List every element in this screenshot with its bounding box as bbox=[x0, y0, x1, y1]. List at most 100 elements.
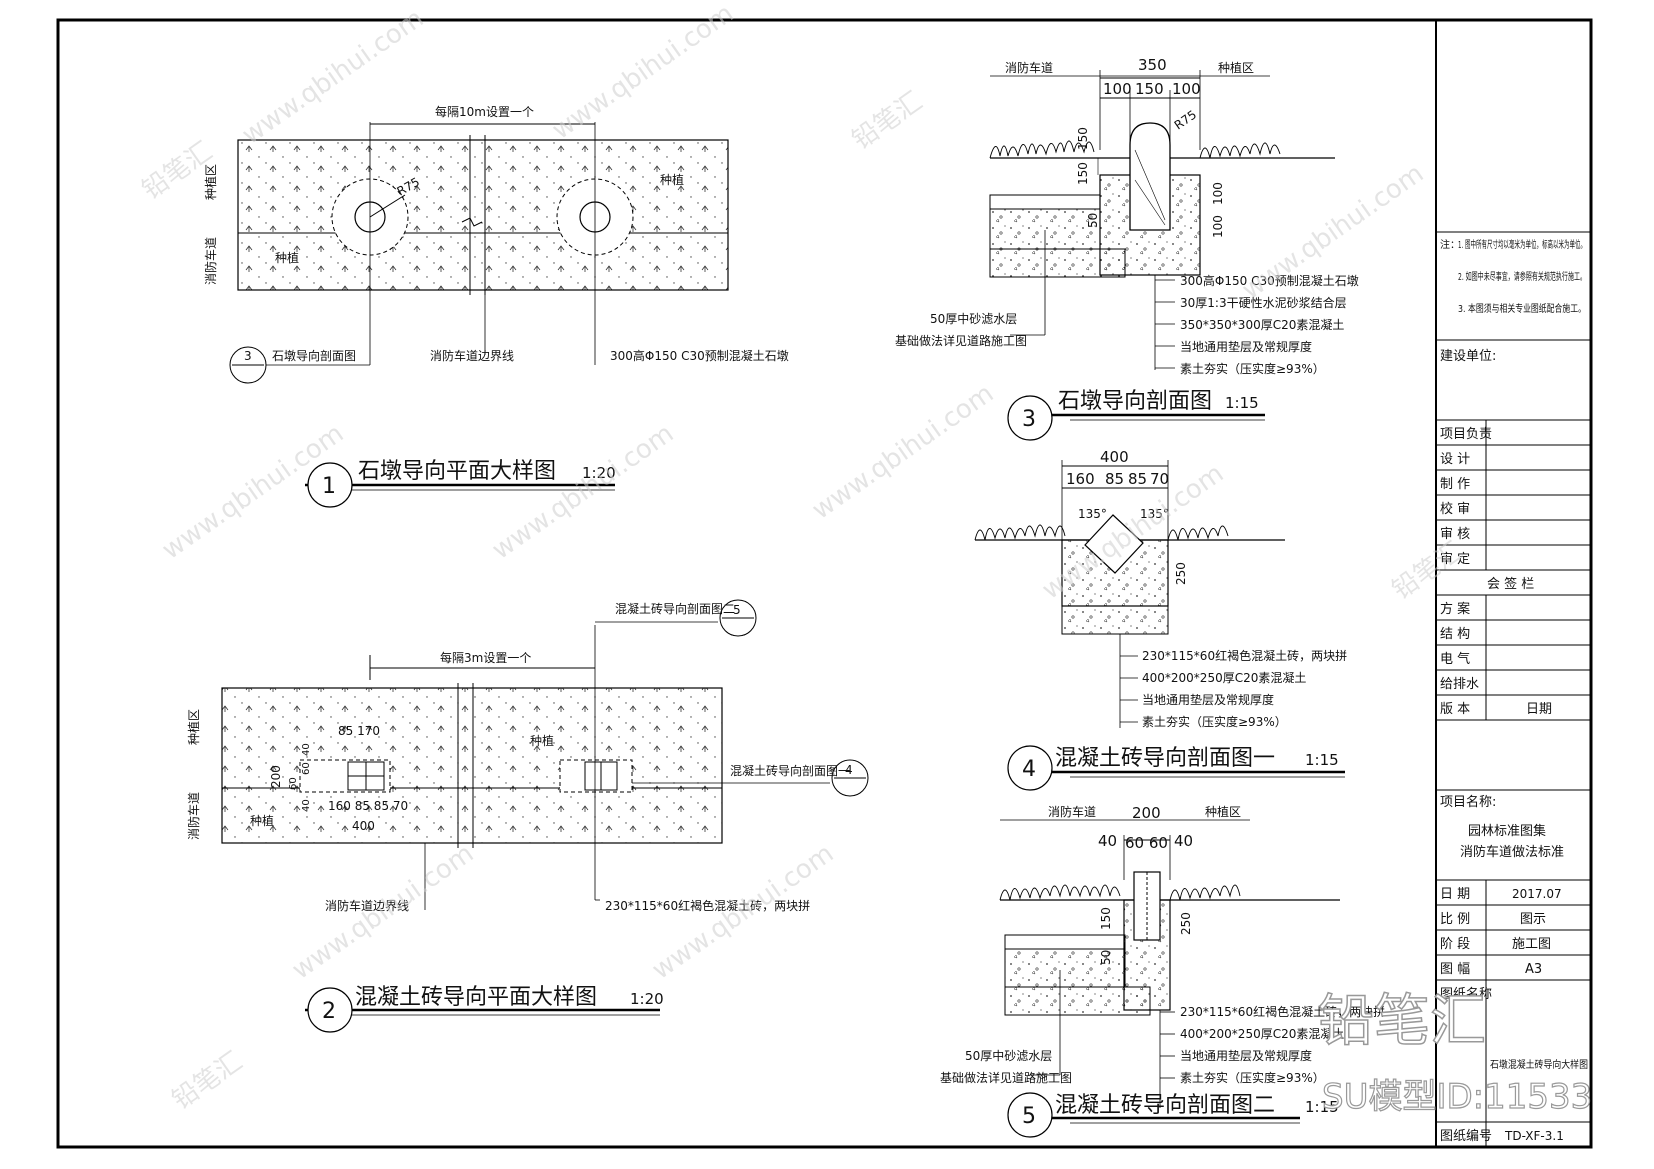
v1-number: 1 bbox=[322, 474, 336, 499]
wm-site-4: www.qbihui.com bbox=[487, 418, 679, 565]
wm-site-6: www.qbihui.com bbox=[287, 838, 479, 985]
v3-title: 石墩导向剖面图 bbox=[1058, 389, 1212, 414]
v1-plant-a: 种植 bbox=[660, 172, 684, 187]
tb-phase-value: 施工图 bbox=[1512, 937, 1551, 952]
v5-dim-40a: 40 bbox=[1098, 832, 1117, 850]
v1-title: 石墩导向平面大样图 bbox=[358, 459, 556, 484]
v5-dim-v2: 250 bbox=[1179, 912, 1193, 935]
tb-sign-1: 结 构 bbox=[1440, 627, 1470, 642]
tb-sign-label: 会 签 栏 bbox=[1487, 576, 1534, 592]
tb-row-4: 审 核 bbox=[1440, 527, 1470, 542]
v3-plant: 种植区 bbox=[1218, 60, 1254, 75]
v1-zone-road: 消防车道 bbox=[203, 237, 218, 285]
v3-dim-v2: 150 bbox=[1076, 162, 1090, 185]
v1-zone-plant: 种植区 bbox=[203, 164, 218, 200]
v3-road: 消防车道 bbox=[1005, 60, 1053, 75]
v2-dim-40b: 40 bbox=[301, 799, 312, 812]
v5-title: 混凝土砖导向剖面图二 bbox=[1055, 1093, 1275, 1118]
v5-scale: 1:15 bbox=[1305, 1098, 1339, 1116]
tb-row-2: 制 作 bbox=[1440, 477, 1470, 492]
v5-spec-0: 230*115*60红褐色混凝土砖，两块拼 bbox=[1180, 1004, 1385, 1019]
v5-spec-3: 素土夯实（压实度≥93%） bbox=[1180, 1070, 1325, 1085]
v3-dim-v4: 50 bbox=[1086, 213, 1100, 228]
view-1-pier-plan bbox=[229, 122, 729, 508]
v5-spec-2: 当地通用垫层及常规厚度 bbox=[1180, 1048, 1312, 1063]
v2-ref4-num: 4 bbox=[845, 763, 853, 777]
tb-sheet-label: 图 幅 bbox=[1440, 962, 1470, 977]
v4-dim-v: 250 bbox=[1174, 562, 1188, 585]
v4-title: 混凝土砖导向剖面图一 bbox=[1055, 746, 1275, 771]
v2-dim-60b: 60 bbox=[288, 777, 299, 790]
v1-scale: 1:20 bbox=[582, 464, 616, 482]
v2-zone-plant: 种植区 bbox=[186, 709, 201, 745]
v5-spec-1: 400*200*250厚C20素混凝土 bbox=[1180, 1026, 1344, 1041]
wm-brand-3: 铅笔汇 bbox=[847, 86, 928, 155]
v3-dim-a: 100 bbox=[1103, 80, 1132, 98]
outer-frame bbox=[56, 18, 1593, 1149]
view-2-brick-plan bbox=[221, 599, 869, 1033]
tb-row-1: 设 计 bbox=[1440, 452, 1470, 467]
tb-project-name-1: 园林标准图集 bbox=[1468, 823, 1546, 839]
tb-sign-2: 电 气 bbox=[1440, 651, 1470, 667]
v1-ref-num: 3 bbox=[244, 349, 252, 363]
tb-sign-0: 方 案 bbox=[1440, 601, 1470, 617]
v1-spacing-note: 每隔10m设置一个 bbox=[435, 104, 534, 119]
tb-date-col-label: 日期 bbox=[1526, 702, 1552, 717]
v3-radius: R75 bbox=[1172, 107, 1199, 132]
wm-brand-2: 铅笔汇 bbox=[167, 1046, 248, 1115]
tb-drawing-no-label: 图纸编号 bbox=[1440, 1129, 1492, 1144]
v2-dim-60a: 60 bbox=[301, 762, 312, 775]
wm-site-1: www.qbihui.com bbox=[237, 3, 429, 150]
wm-site-5: www.qbihui.com bbox=[807, 378, 999, 525]
v3-number: 3 bbox=[1022, 407, 1036, 432]
v4-dim-0: 160 bbox=[1066, 470, 1095, 488]
v5-plant: 种植区 bbox=[1205, 804, 1241, 819]
v3-scale: 1:15 bbox=[1225, 394, 1259, 412]
v2-ref4-text: 混凝土砖导向剖面图一 bbox=[730, 763, 850, 778]
v4-scale: 1:15 bbox=[1305, 751, 1339, 769]
v3-dim-v3: 100 bbox=[1211, 182, 1225, 205]
v1-ref-text: 石墩导向剖面图 bbox=[272, 348, 356, 363]
tb-scale-value: 图示 bbox=[1520, 912, 1546, 927]
v5-road: 消防车道 bbox=[1048, 804, 1096, 819]
tb-drawing-no-value: TD-XF-3.1 bbox=[1504, 1129, 1564, 1143]
tb-project-name-2: 消防车道做法标准 bbox=[1460, 844, 1564, 860]
wm-model-id: SU模型ID:11533 bbox=[1322, 1077, 1592, 1117]
v5-left-1: 50厚中砂滤水层 bbox=[965, 1048, 1052, 1063]
v2-dim-top: 85 170 bbox=[338, 724, 380, 738]
v2-ref5-num: 5 bbox=[733, 603, 741, 617]
v5-number: 5 bbox=[1022, 1104, 1036, 1129]
v4-spec-2: 当地通用垫层及常规厚度 bbox=[1142, 692, 1274, 707]
tb-phase-label: 阶 段 bbox=[1440, 937, 1470, 952]
v2-plant-b: 种植 bbox=[250, 813, 274, 828]
tb-note-0: 1. 图中所有尺寸均以毫米为单位，标高以米为单位。 bbox=[1458, 238, 1586, 251]
v2-title: 混凝土砖导向平面大样图 bbox=[355, 985, 597, 1010]
v3-dim-v5: 100 bbox=[1211, 215, 1225, 238]
v3-spec-1: 30厚1:3干硬性水泥砂浆结合层 bbox=[1180, 295, 1347, 310]
v4-dim-1: 85 bbox=[1105, 470, 1124, 488]
tb-drawing-name-label: 图纸名称 bbox=[1440, 986, 1492, 1002]
v5-dim-total: 200 bbox=[1132, 804, 1161, 822]
tb-sheet-value: A3 bbox=[1525, 962, 1542, 977]
v4-angle-b: 135° bbox=[1140, 507, 1169, 521]
v2-scale: 1:20 bbox=[630, 990, 664, 1008]
v5-left-2: 基础做法详见道路施工图 bbox=[940, 1070, 1072, 1085]
v5-dim-60: 60 60 bbox=[1125, 834, 1168, 852]
v4-dim-3: 70 bbox=[1150, 470, 1169, 488]
v4-dim-2: 85 bbox=[1128, 470, 1147, 488]
v1-edge-line: 消防车道边界线 bbox=[430, 348, 514, 363]
v3-dim-v1: 150 bbox=[1076, 127, 1090, 150]
tb-client-label: 建设单位: bbox=[1440, 349, 1496, 364]
v2-dim-bottom: 160 85 85 70 bbox=[328, 799, 408, 813]
v3-spec-4: 素土夯实（压实度≥93%） bbox=[1180, 361, 1325, 376]
v3-spec-3: 当地通用垫层及常规厚度 bbox=[1180, 339, 1312, 354]
v2-dim-40a: 40 bbox=[301, 743, 312, 756]
v4-angle-a: 135° bbox=[1078, 507, 1107, 521]
tb-version-label: 版 本 bbox=[1440, 702, 1470, 717]
title-block bbox=[1436, 231, 1591, 1147]
v3-dim-c: 100 bbox=[1172, 80, 1201, 98]
v3-spec-2: 350*350*300厚C20素混凝土 bbox=[1180, 317, 1344, 332]
view-3-pier-section bbox=[989, 70, 1335, 441]
v3-dim-b: 150 bbox=[1135, 80, 1164, 98]
